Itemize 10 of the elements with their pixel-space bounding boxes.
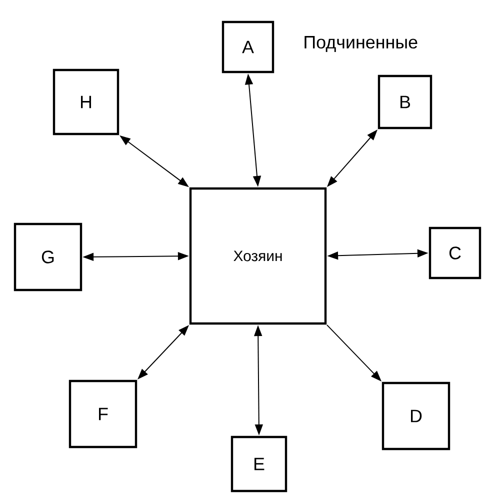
- subordinate-box: D: [382, 382, 450, 450]
- subordinate-box: F: [68, 380, 138, 448]
- subordinate-box: E: [230, 436, 288, 492]
- master-box: Хозяин: [189, 187, 327, 325]
- subordinate-box: H: [52, 68, 120, 136]
- group-label: Подчиненные: [304, 36, 418, 52]
- subordinate-box: C: [428, 226, 482, 280]
- subordinate-box: B: [378, 74, 432, 130]
- subordinate-box: A: [222, 20, 274, 74]
- subordinate-box: G: [14, 222, 82, 292]
